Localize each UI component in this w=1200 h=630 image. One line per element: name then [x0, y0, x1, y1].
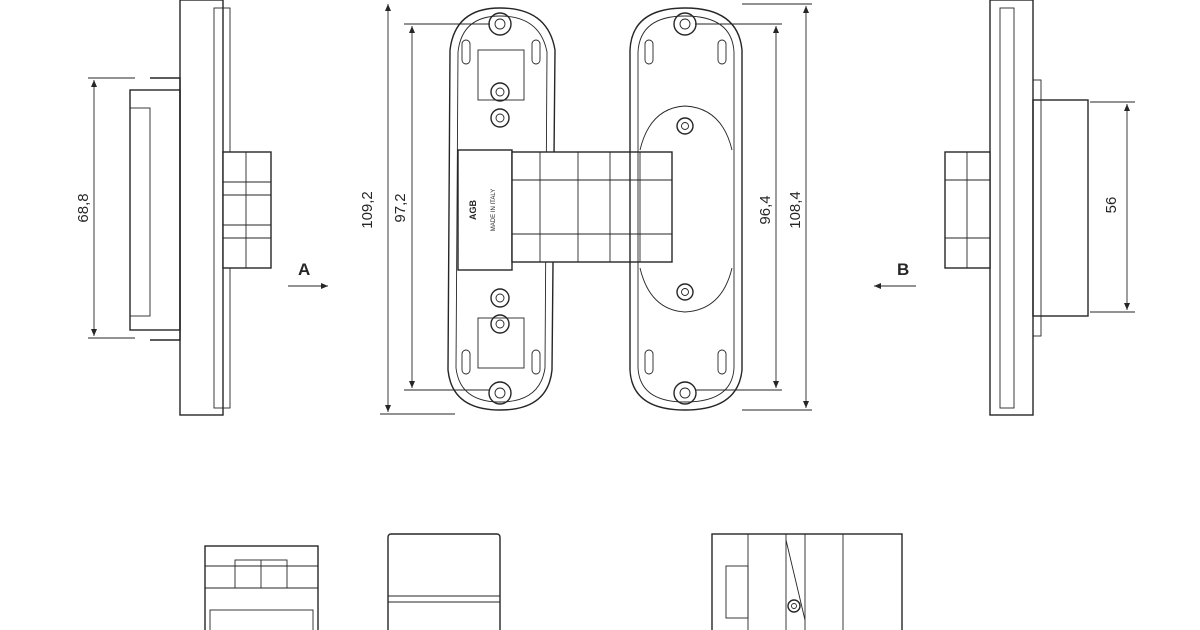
view-label-b: B [897, 260, 909, 279]
dimension-front-total: 109,2 [359, 3, 455, 415]
dimension-side-right: 56 [1090, 101, 1135, 313]
dimension-label-right-total: 108,4 [787, 191, 804, 229]
left-side-view [129, 0, 272, 416]
right-side-view [944, 0, 1089, 416]
hinge-arm [511, 151, 673, 263]
origin-mark: MADE IN ITALY [491, 189, 497, 231]
dimension-front-inner: 97,2 [392, 23, 490, 391]
front-view-right-leaf [629, 7, 743, 411]
view-arrow-a: A [288, 260, 328, 289]
dimension-label-right-inner: 96,4 [757, 195, 774, 224]
hinge-marking: AGB MADE IN ITALY [468, 189, 497, 231]
dimension-label-side-right: 56 [1103, 197, 1120, 214]
brand-mark: AGB [468, 200, 478, 221]
bottom-view-left [204, 545, 319, 630]
dimension-right-total: 108,4 [742, 3, 812, 411]
dimension-left-height: 68,8 [75, 77, 135, 339]
dimension-label-front-inner: 97,2 [392, 193, 409, 222]
view-label-a: A [298, 260, 310, 279]
dimension-label-left-height: 68,8 [75, 193, 92, 222]
bottom-view-right [711, 533, 903, 630]
bottom-view-middle [387, 533, 501, 630]
dimension-label-front-total: 109,2 [359, 191, 376, 229]
view-arrow-b: B [874, 260, 916, 289]
dimension-right-inner: 96,4 [695, 23, 782, 391]
